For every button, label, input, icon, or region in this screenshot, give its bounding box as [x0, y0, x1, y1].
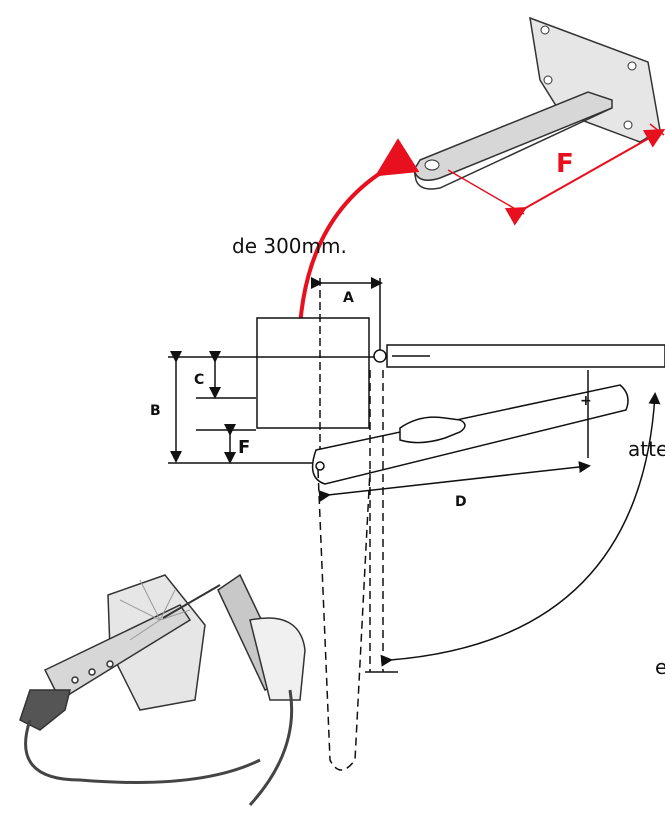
svg-text:+: + [580, 393, 592, 409]
text-fragment-3: e [655, 655, 665, 679]
welding-illustration [19, 573, 306, 807]
dim-label-c: C [194, 372, 204, 388]
dim-label-d: D [455, 494, 467, 510]
dim-label-f: F [238, 437, 250, 458]
bracket-dimension-label: F [556, 149, 574, 179]
dim-label-b: B [150, 403, 161, 419]
text-fragment-1: de 300mm. [232, 234, 347, 258]
dim-label-a: A [343, 290, 354, 306]
bracket-illustration: F [413, 16, 665, 226]
text-fragment-2: atte [628, 437, 665, 461]
technical-drawing: + [168, 277, 665, 771]
